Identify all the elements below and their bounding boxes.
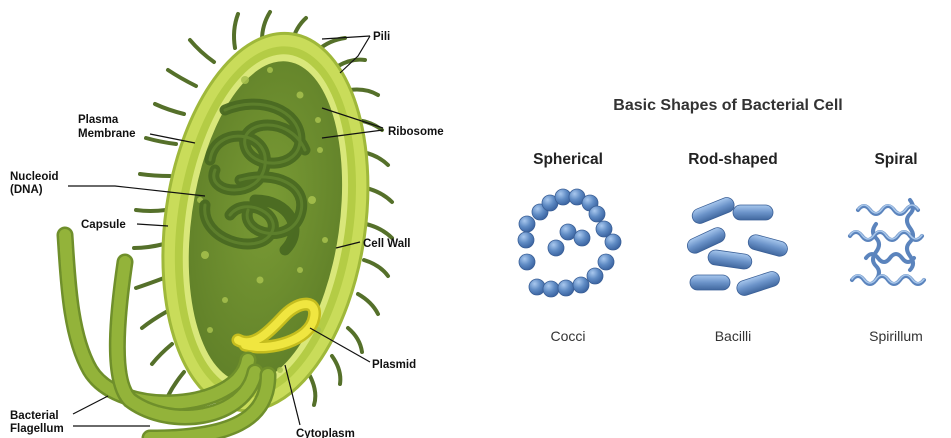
label-plasmid: Plasmid xyxy=(372,359,416,371)
label-ribosome: Ribosome xyxy=(388,126,444,138)
label-plasma-membrane-2: Membrane xyxy=(78,128,136,140)
shape-name-bacilli: Bacilli xyxy=(715,328,752,344)
label-pili: Pili xyxy=(373,31,390,43)
label-nucleoid-1: Nucleoid xyxy=(10,171,59,183)
bacterial-cell xyxy=(140,20,391,424)
shape-name-cocci: Cocci xyxy=(550,328,585,344)
label-cytoplasm: Cytoplasm xyxy=(296,428,355,438)
shape-heading-rod: Rod-shaped xyxy=(688,151,778,168)
shape-name-spirillum: Spirillum xyxy=(869,328,923,344)
label-flagellum-2: Flagellum xyxy=(10,423,64,435)
shape-heading-spherical: Spherical xyxy=(533,151,603,168)
label-cell-wall: Cell Wall xyxy=(363,238,411,250)
bacilli-illustration xyxy=(685,195,789,297)
label-flagellum-1: Bacterial xyxy=(10,410,59,422)
shapes-title: Basic Shapes of Bacterial Cell xyxy=(613,97,842,114)
label-capsule: Capsule xyxy=(81,219,126,231)
cocci-illustration xyxy=(518,189,621,297)
label-nucleoid-2: (DNA) xyxy=(10,184,43,196)
spirillum-illustration xyxy=(850,200,924,284)
label-plasma-membrane-1: Plasma xyxy=(78,114,119,126)
shape-heading-spiral: Spiral xyxy=(874,151,917,168)
